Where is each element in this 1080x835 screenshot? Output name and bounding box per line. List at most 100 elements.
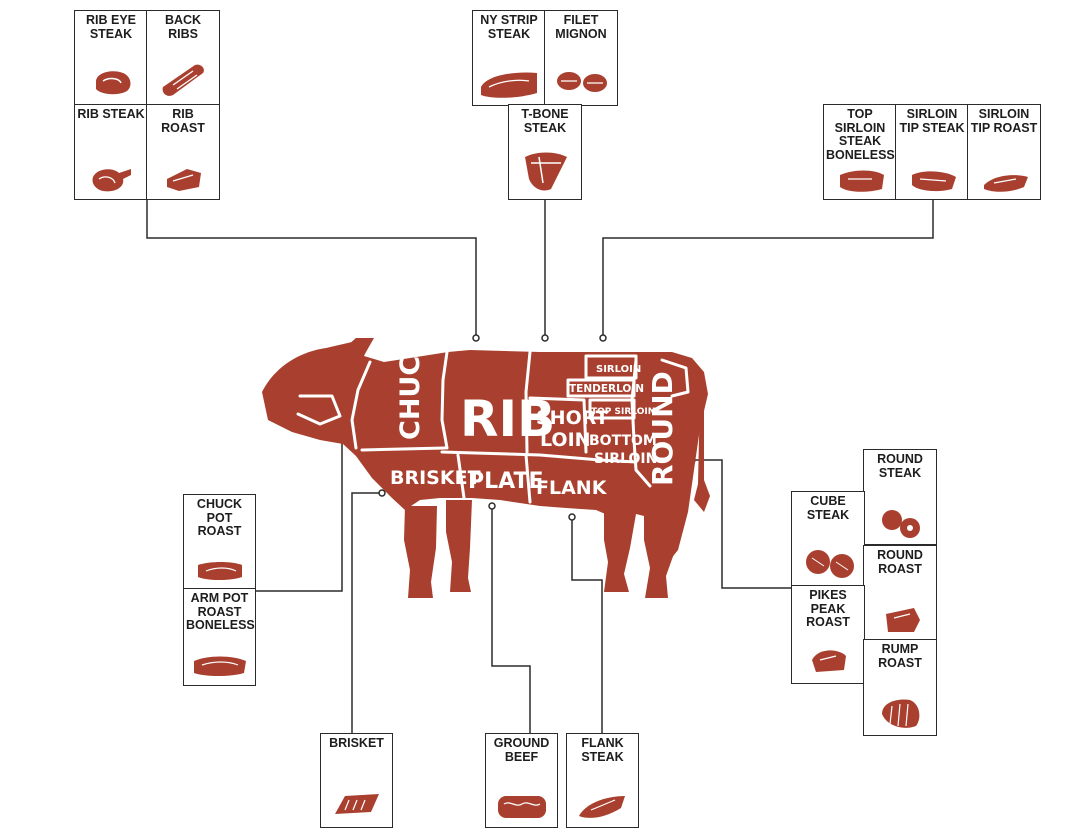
connector-dot bbox=[488, 502, 496, 510]
cut-line-rib-loin bbox=[524, 350, 532, 454]
label-ny-strip-steak: NY STRIP STEAK bbox=[480, 13, 538, 41]
cut-line-shortloin bbox=[528, 396, 588, 454]
box-cube-steak: CUBE STEAK bbox=[791, 491, 865, 587]
label-flank-steak: FLANK STEAK bbox=[581, 736, 624, 764]
cut-label-short-loin: LOIN bbox=[540, 429, 591, 451]
box-rib-roast: RIB ROAST bbox=[146, 104, 220, 200]
cut-line-brisket-plate bbox=[456, 453, 466, 500]
cut-label-plate: PLATE bbox=[468, 469, 544, 494]
flank-steak-icon bbox=[579, 796, 625, 818]
round-roast-icon bbox=[886, 608, 920, 632]
cut-label-round: ROUND bbox=[646, 371, 679, 486]
brisket-icon bbox=[335, 794, 379, 814]
cut-label-bottom-sirloin: BOTTOM bbox=[589, 433, 657, 449]
label-top-sirloin-steak-boneless: TOP SIRLOIN STEAK BONELESS bbox=[826, 107, 895, 162]
connector-dot bbox=[378, 489, 386, 497]
cut-line-chuck-brisket bbox=[360, 446, 447, 452]
cut-label-brisket: BRISKET bbox=[390, 467, 481, 489]
label-ground-beef: GROUND BEEF bbox=[493, 736, 550, 764]
round-steak-icon bbox=[882, 510, 920, 538]
label-filet-mignon: FILET MIGNON bbox=[555, 13, 607, 41]
cut-label-short-loin: SHORT bbox=[536, 407, 609, 429]
connector-brisket bbox=[351, 492, 380, 733]
label-pikes-peak-roast: PIKES PEAK ROAST bbox=[806, 588, 850, 629]
label-back-ribs: BACK RIBS bbox=[164, 13, 202, 41]
box-arm-pot-roast-boneless: ARM POT ROAST BONELESS bbox=[183, 588, 256, 686]
rump-roast-icon bbox=[882, 699, 920, 728]
cut-line-topsirloin-box bbox=[588, 398, 636, 420]
t-bone-steak-icon bbox=[525, 152, 567, 191]
cow-hind-leg-left bbox=[604, 512, 636, 592]
rib-roast-icon bbox=[167, 169, 201, 191]
cut-line-neck bbox=[350, 360, 372, 450]
box-top-sirloin-steak-boneless: TOP SIRLOIN STEAK BONELESS bbox=[823, 104, 897, 200]
connector-flank bbox=[571, 517, 603, 733]
box-rib-eye-steak: RIB EYE STEAK bbox=[74, 10, 148, 106]
filet-mignon-icon bbox=[557, 72, 607, 92]
chuck-pot-roast-icon bbox=[198, 562, 242, 580]
cut-label-bottom-sirloin: SIRLOIN bbox=[594, 451, 657, 467]
cut-line-rump bbox=[660, 358, 690, 398]
sirloin-tip-steak-icon bbox=[912, 171, 956, 192]
box-brisket: BRISKET bbox=[320, 733, 393, 828]
label-round-steak: ROUND STEAK bbox=[877, 452, 923, 480]
cow-front-leg-left bbox=[404, 506, 437, 598]
label-rib-roast: RIB ROAST bbox=[161, 107, 205, 135]
arm-pot-roast-icon bbox=[194, 656, 246, 676]
label-sirloin-tip-roast: SIRLOIN TIP ROAST bbox=[970, 107, 1038, 135]
cut-label-chuck: CHUCK bbox=[395, 334, 426, 440]
box-back-ribs: BACK RIBS bbox=[146, 10, 220, 106]
label-round-roast: ROUND ROAST bbox=[877, 548, 923, 576]
top-sirloin-steak-icon bbox=[840, 170, 884, 192]
box-flank-steak: FLANK STEAK bbox=[566, 733, 639, 828]
label-rib-eye-steak: RIB EYE STEAK bbox=[85, 13, 136, 41]
connector-dot bbox=[472, 334, 480, 342]
box-chuck-pot-roast: CHUCK POT ROAST bbox=[183, 494, 256, 590]
label-arm-pot-roast-boneless: ARM POT ROAST BONELESS bbox=[186, 591, 255, 632]
label-sirloin-tip-steak: SIRLOIN TIP STEAK bbox=[899, 107, 965, 135]
box-pikes-peak-roast: PIKES PEAK ROAST bbox=[791, 585, 865, 684]
label-t-bone-steak: T-BONE STEAK bbox=[521, 107, 569, 135]
box-sirloin-tip-steak: SIRLOIN TIP STEAK bbox=[895, 104, 969, 200]
box-rib-steak: RIB STEAK bbox=[74, 104, 148, 200]
cut-label-top-sirloin: TOP SIRLOIN bbox=[591, 407, 655, 417]
cut-label-sirloin: SIRLOIN bbox=[596, 364, 641, 375]
rib-steak-icon bbox=[92, 169, 131, 192]
connector-rib bbox=[146, 200, 477, 335]
cube-steak-icon bbox=[806, 550, 854, 578]
sirloin-tip-roast-icon bbox=[984, 175, 1028, 192]
box-round-steak: ROUND STEAK bbox=[863, 449, 937, 545]
cut-line-belly bbox=[440, 450, 638, 464]
connector-dot bbox=[599, 334, 607, 342]
box-rump-roast: RUMP ROAST bbox=[863, 639, 937, 736]
cut-line-plate-flank bbox=[524, 453, 532, 504]
box-ground-beef: GROUND BEEF bbox=[485, 733, 558, 828]
connector-round bbox=[692, 459, 792, 589]
connector-dot bbox=[568, 513, 576, 521]
label-rib-steak: RIB STEAK bbox=[77, 107, 145, 121]
cut-line-face bbox=[296, 394, 342, 426]
box-round-roast: ROUND ROAST bbox=[863, 545, 937, 641]
label-brisket-cut: BRISKET bbox=[329, 736, 384, 750]
back-ribs-icon bbox=[162, 64, 204, 96]
box-ny-strip-steak: NY STRIP STEAK bbox=[472, 10, 546, 106]
cut-line-chuck-rib bbox=[440, 350, 449, 450]
cut-label-tenderloin: TENDERLOIN bbox=[569, 383, 644, 395]
box-sirloin-tip-roast: SIRLOIN TIP ROAST bbox=[967, 104, 1041, 200]
cut-label-flank: FLANK bbox=[536, 477, 608, 499]
ground-beef-icon bbox=[498, 796, 546, 818]
cow-front-leg-right bbox=[446, 500, 472, 592]
label-rump-roast: RUMP ROAST bbox=[878, 642, 922, 670]
cut-line-sirloin-box bbox=[584, 354, 638, 380]
label-chuck-pot-roast: CHUCK POT ROAST bbox=[196, 497, 243, 538]
cow-hind-leg-right bbox=[644, 512, 682, 598]
connector-sirloin bbox=[602, 200, 934, 335]
label-cube-steak: CUBE STEAK bbox=[806, 494, 850, 522]
connector-dot bbox=[541, 334, 549, 342]
ny-strip-steak-icon bbox=[481, 72, 537, 98]
pikes-peak-roast-icon bbox=[812, 650, 846, 672]
cow-tail bbox=[694, 392, 710, 512]
